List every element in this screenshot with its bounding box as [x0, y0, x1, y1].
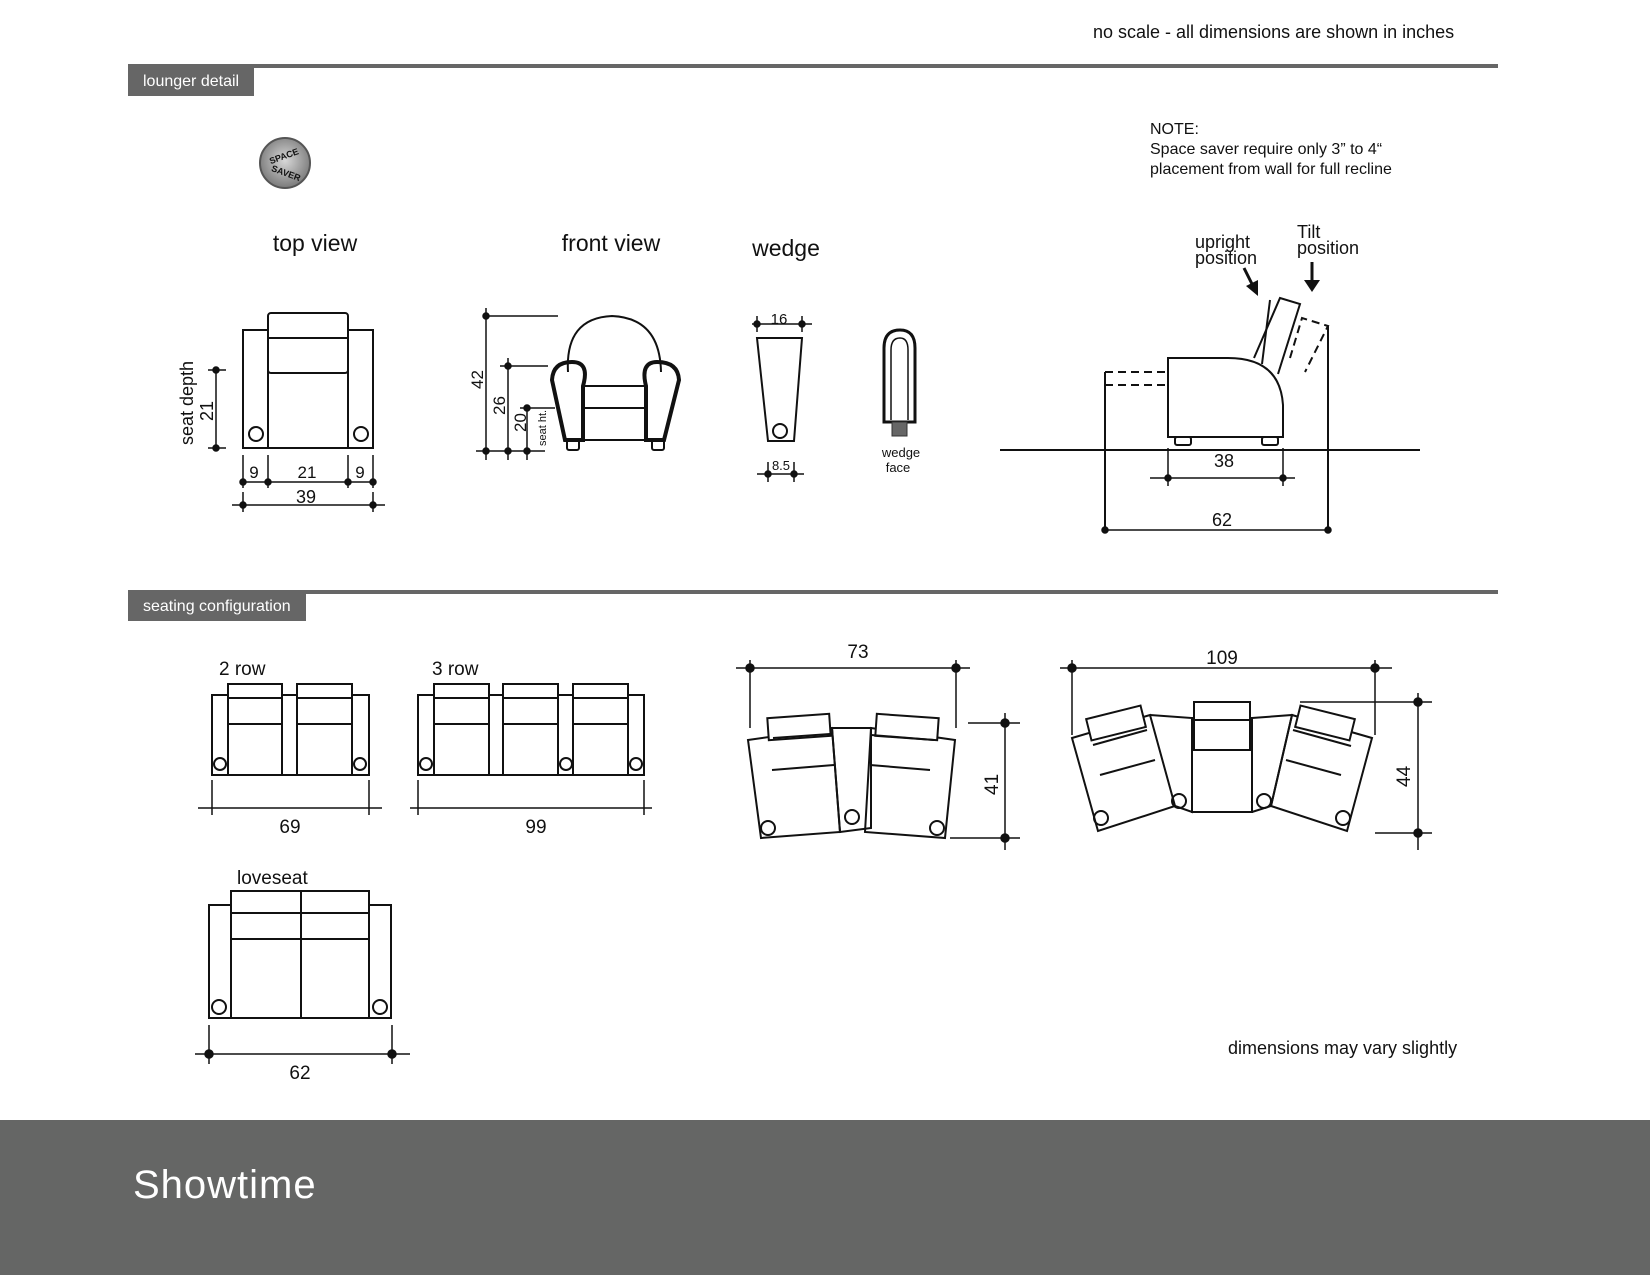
seat-height-label: seat ht. [537, 410, 549, 446]
loveseat-dimension [195, 1025, 410, 1064]
wedge-dimensions [752, 316, 812, 482]
curved-three-width: 109 [1206, 648, 1238, 669]
brand-name: Showtime [133, 1163, 317, 1207]
section-rule-seating [128, 590, 1498, 594]
disclaimer: dimensions may vary slightly [1228, 1038, 1458, 1058]
upright-label-2: position [1195, 248, 1257, 268]
loveseat-config [208, 890, 392, 1019]
three-row-dimension [410, 780, 652, 815]
wedge-face-label-1: wedge [881, 445, 920, 460]
wedge-top-dim: 16 [771, 311, 788, 328]
upright-label-1: upright [1195, 232, 1250, 252]
arm-left-dim: 9 [249, 463, 258, 482]
overall-width-dim: 39 [296, 487, 316, 507]
note-line-2: placement from wall for full recline [1150, 161, 1392, 178]
two-row-width: 69 [279, 817, 300, 838]
arm-right-dim: 9 [355, 463, 364, 482]
wedge-shape [755, 337, 804, 442]
curved-two-depth: 41 [982, 774, 1003, 795]
two-row-dimension [198, 780, 382, 815]
wedge-bottom-dim: 8.5 [772, 458, 790, 473]
front-view-title: front view [562, 230, 661, 256]
seat-depth-label: seat depth [177, 361, 197, 445]
seat-width-dim: 21 [298, 463, 317, 482]
side-view-arrows [1242, 262, 1320, 296]
wedge-face-label-2: face [886, 460, 911, 475]
three-row-label: 3 row [432, 659, 479, 680]
section-rule-lounger [128, 64, 1498, 68]
space-saver-badge: SPACE SAVER [259, 137, 311, 189]
side-view-chair [1000, 296, 1420, 530]
curved-three-dimensions [1060, 660, 1432, 850]
loveseat-label: loveseat [237, 868, 308, 889]
footer-bar [0, 1120, 1650, 1275]
section-tab-lounger-detail: lounger detail [128, 68, 255, 96]
curved-two-dimensions [736, 660, 1020, 850]
curved-three-config [1070, 701, 1374, 833]
top-view-chair [242, 312, 374, 449]
tilt-label-1: Tilt [1297, 222, 1320, 242]
wedge-face-shape [882, 328, 917, 437]
wedge-title: wedge [751, 235, 820, 261]
three-row-config [417, 683, 645, 776]
recline-note: NOTE: Space saver require only 3” to 4“ … [1150, 120, 1392, 180]
top-view-title: top view [273, 230, 358, 256]
two-row-config [211, 683, 370, 776]
curved-two-config [746, 712, 957, 840]
note-title: NOTE: [1150, 121, 1199, 138]
lounger-diagram: SPACE SAVER top view front view wedge [177, 137, 1432, 1084]
section-tab-seating-configuration: seating configuration [128, 593, 306, 621]
curved-three-depth: 44 [1394, 765, 1415, 787]
upright-depth-dim: 38 [1214, 451, 1234, 471]
tilt-label-2: position [1297, 238, 1359, 258]
side-view-dimensions [1101, 448, 1332, 534]
curved-two-width: 73 [847, 642, 868, 663]
note-line-1: Space saver require only 3” to 4“ [1150, 141, 1383, 158]
height-dim: 42 [468, 370, 487, 389]
scale-note: no scale - all dimensions are shown in i… [1093, 22, 1455, 42]
seat-height-dim: 20 [511, 413, 530, 432]
top-view-dimensions [208, 366, 385, 512]
three-row-width: 99 [525, 817, 546, 838]
loveseat-width: 62 [289, 1063, 310, 1084]
arm-height-dim: 26 [490, 396, 509, 415]
front-view-dimensions [476, 308, 558, 460]
seat-depth-value: 21 [197, 401, 217, 421]
front-view-chair [549, 314, 682, 451]
two-row-label: 2 row [219, 659, 266, 680]
reclined-depth-dim: 62 [1212, 510, 1232, 530]
